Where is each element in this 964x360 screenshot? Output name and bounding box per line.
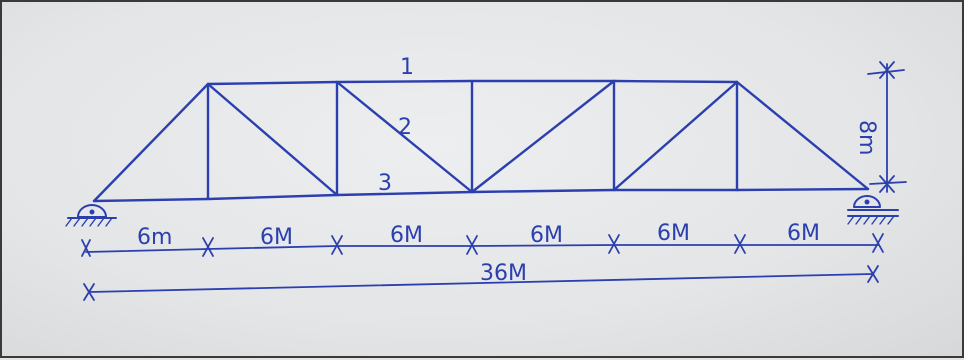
panel-dim-1: 6m: [137, 225, 172, 250]
panel-dim-5: 6M: [657, 221, 690, 246]
panel-dim-4: 6M: [530, 223, 563, 248]
member-label-1: 1: [400, 55, 414, 80]
height-label: 8m: [854, 120, 879, 155]
total-span-label: 36M: [480, 261, 527, 286]
left-pin-support: [65, 204, 117, 227]
member-label-2: 2: [398, 115, 412, 140]
panel-dim-6: 6M: [787, 221, 820, 246]
total-span-dimension-line: [83, 265, 879, 301]
diagonal-3: [470, 79, 616, 194]
left-end-diagonal: [92, 82, 210, 203]
member-label-3: 3: [378, 171, 392, 196]
panel-dim-2: 6M: [260, 225, 293, 250]
truss: [92, 79, 870, 203]
panel-dimension-line: [81, 233, 884, 257]
diagonal-2: [335, 80, 474, 194]
diagonal-1: [206, 82, 339, 197]
bottom-chord: [92, 187, 870, 203]
diagonal-4: [612, 80, 739, 192]
right-roller-support: [847, 195, 899, 225]
right-end-diagonal: [735, 80, 870, 191]
panel-dim-3: 6M: [390, 223, 423, 248]
height-dimension-line: [867, 61, 907, 193]
